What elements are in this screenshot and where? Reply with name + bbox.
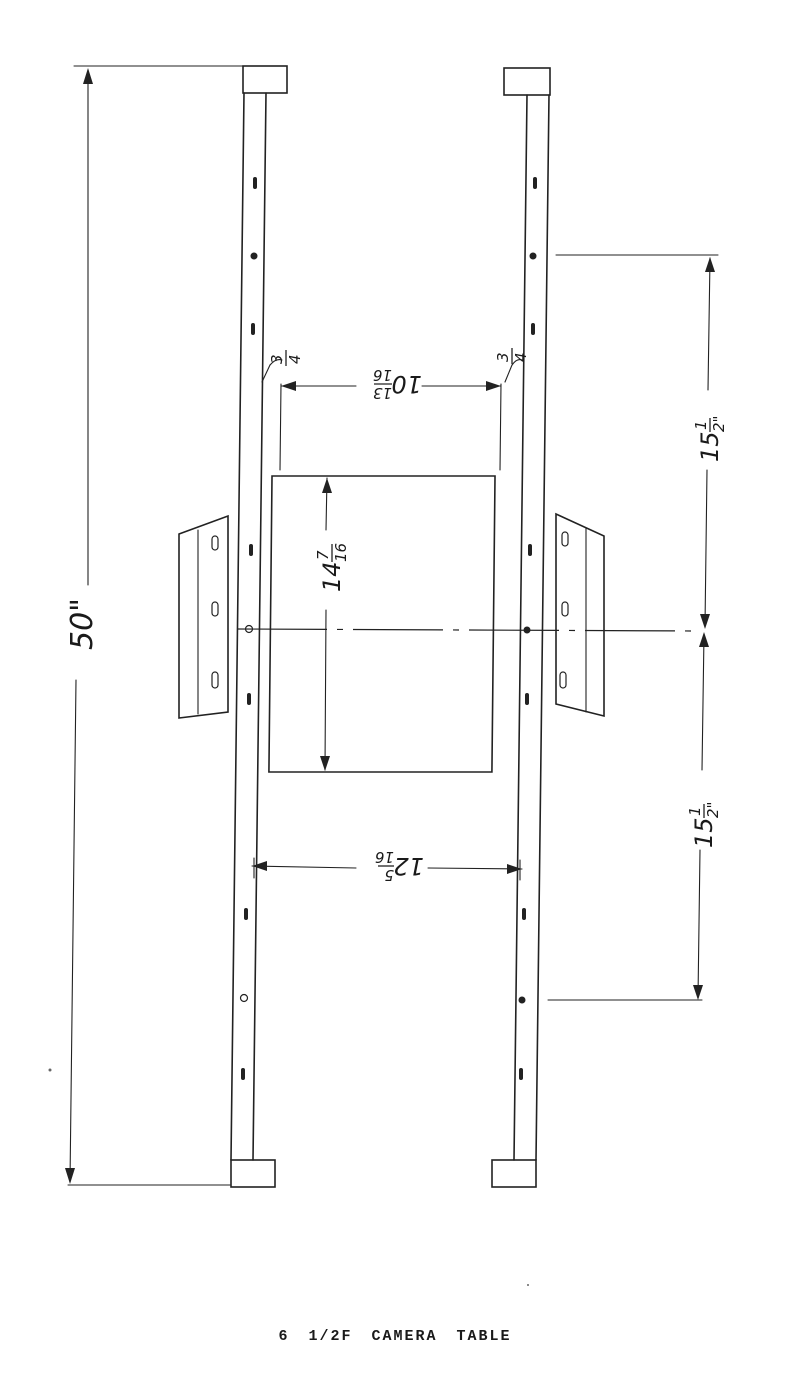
right-bracket bbox=[555, 512, 605, 718]
rail-width-right-num: 3 bbox=[494, 352, 512, 362]
plate-length-dimension: 14 7 16 bbox=[314, 477, 350, 771]
left-rail-bottom-cap bbox=[230, 1159, 276, 1188]
right-slot-1 bbox=[533, 177, 537, 189]
right-slot-2 bbox=[531, 323, 535, 335]
left-slot-2 bbox=[251, 323, 255, 335]
center-plate bbox=[268, 475, 496, 773]
left-rail-outer-edge bbox=[230, 92, 245, 1161]
right-slot-6 bbox=[519, 1068, 523, 1080]
left-bracket bbox=[178, 514, 229, 719]
left-hole-1 bbox=[250, 252, 258, 260]
inner-gap-bottom-dimension: 12 5 16 bbox=[251, 848, 523, 884]
left-slot-3 bbox=[249, 544, 253, 556]
inner-gap-top-den: 16 bbox=[373, 366, 392, 384]
left-rail-top-cap bbox=[242, 65, 288, 94]
center-line bbox=[236, 628, 699, 632]
inner-gap-bottom-num: 5 bbox=[384, 866, 394, 884]
left-rail bbox=[230, 65, 288, 1188]
left-slot-6 bbox=[241, 1068, 245, 1080]
inner-gap-top-num: 13 bbox=[373, 384, 392, 402]
right-slot-5 bbox=[522, 908, 526, 920]
drawing-title: 6 1/2F CAMERA TABLE bbox=[278, 1328, 512, 1345]
right-rail-bottom-cap bbox=[491, 1159, 537, 1188]
upper-half-den: 2" bbox=[710, 416, 728, 432]
rail-width-left-dimension: 3 4 bbox=[261, 350, 304, 383]
upper-half-dimension: 15 1 2" bbox=[555, 254, 728, 629]
rail-width-left-num: 3 bbox=[268, 354, 286, 364]
plate-length-num: 7 bbox=[314, 550, 332, 560]
lower-half-num: 1 bbox=[686, 806, 704, 816]
right-rail-outer-edge bbox=[535, 94, 550, 1161]
right-slot-3 bbox=[528, 544, 532, 556]
upper-half-num: 1 bbox=[692, 420, 710, 430]
inner-gap-bottom-whole: 12 bbox=[393, 852, 424, 880]
right-hole-1 bbox=[529, 252, 537, 260]
right-rail bbox=[491, 67, 551, 1188]
right-rail-inner-edge bbox=[513, 94, 528, 1161]
right-hole-2 bbox=[518, 996, 526, 1004]
inner-gap-top-dimension: 10 13 16 bbox=[279, 366, 502, 471]
rail-width-left-den: 4 bbox=[286, 354, 304, 364]
left-rail-inner-edge bbox=[252, 92, 267, 1161]
lower-half-whole: 15 bbox=[690, 817, 718, 848]
rail-width-right-den: 4 bbox=[512, 352, 530, 362]
left-slot-4 bbox=[247, 693, 251, 705]
left-hole-2 bbox=[239, 993, 249, 1003]
left-slot-1 bbox=[253, 177, 257, 189]
left-slot-5 bbox=[244, 908, 248, 920]
right-rail-top-cap bbox=[503, 67, 551, 96]
lower-half-dimension: 15 1 2" bbox=[547, 632, 722, 1001]
inner-gap-bottom-den: 16 bbox=[375, 848, 394, 866]
speck bbox=[48, 1068, 52, 1072]
overall-length-dimension: 50" bbox=[65, 65, 244, 1186]
inner-gap-top-whole: 10 bbox=[391, 370, 422, 398]
speck bbox=[527, 1284, 529, 1286]
plate-length-den: 16 bbox=[332, 543, 350, 562]
right-slot-4 bbox=[525, 693, 529, 705]
rail-width-right-dimension: 3 4 bbox=[494, 348, 530, 383]
upper-half-whole: 15 bbox=[696, 431, 724, 462]
overall-length-label: 50" bbox=[65, 598, 100, 650]
lower-half-den: 2" bbox=[704, 802, 722, 818]
plate-length-whole: 14 bbox=[318, 561, 346, 592]
